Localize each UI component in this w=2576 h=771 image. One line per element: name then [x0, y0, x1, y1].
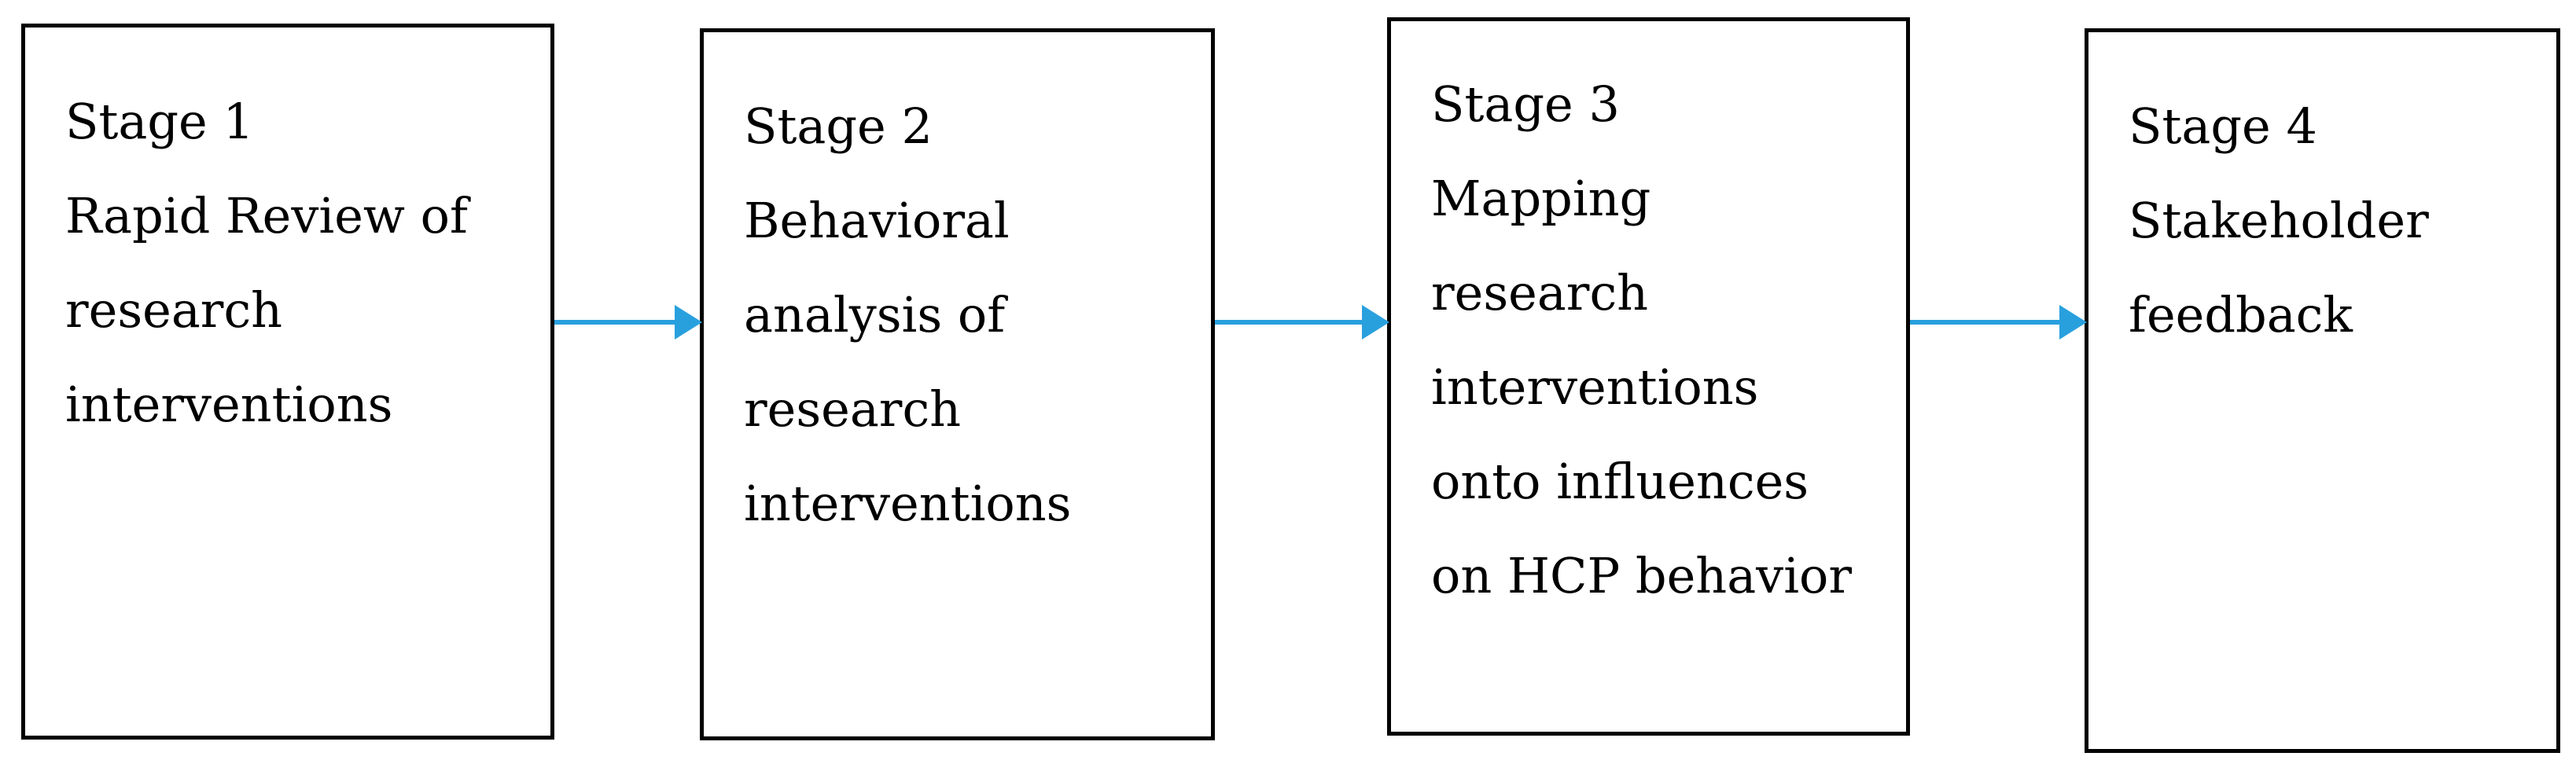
- stage-4-line-2: feedback: [2129, 286, 2353, 343]
- stage-3-line-2: research: [1431, 264, 1649, 321]
- stage-1-box: Stage 1 Rapid Review of research interve…: [21, 24, 554, 740]
- stage-1-line-2: research: [65, 281, 283, 339]
- stage-2-line-2: analysis of: [744, 286, 1006, 343]
- stage-3-text: Stage 3 Mapping research interventions o…: [1431, 57, 1852, 623]
- stage-2-box: Stage 2 Behavioral analysis of research …: [700, 28, 1215, 740]
- stage-2-line-1: Behavioral: [744, 192, 1010, 249]
- stage-2-label: Stage 2: [744, 97, 933, 155]
- stage-3-line-3: interventions: [1431, 358, 1759, 416]
- stage-3-line-5: on HCP behavior: [1431, 547, 1852, 604]
- stage-3-label: Stage 3: [1431, 75, 1620, 133]
- stage-2-text: Stage 2 Behavioral analysis of research …: [744, 79, 1071, 551]
- stage-2-line-3: research: [744, 380, 962, 438]
- stage-4-box: Stage 4 Stakeholder feedback: [2085, 28, 2560, 753]
- stage-3-box: Stage 3 Mapping research interventions o…: [1387, 17, 1910, 736]
- stage-3-line-4: onto influences: [1431, 453, 1809, 510]
- stage-2-line-4: interventions: [744, 475, 1072, 532]
- stage-4-label: Stage 4: [2129, 97, 2317, 155]
- stage-4-text: Stage 4 Stakeholder feedback: [2129, 79, 2429, 362]
- stage-1-text: Stage 1 Rapid Review of research interve…: [65, 75, 468, 452]
- stage-1-label: Stage 1: [65, 93, 254, 150]
- stage-4-line-1: Stakeholder: [2129, 192, 2429, 249]
- stage-1-line-3: interventions: [65, 376, 393, 433]
- arrow-2-to-3: [1215, 305, 1389, 340]
- arrow-3-to-4: [1910, 305, 2087, 340]
- stage-1-line-1: Rapid Review of: [65, 187, 468, 244]
- stage-3-line-1: Mapping: [1431, 170, 1651, 227]
- arrow-1-to-2: [554, 305, 702, 340]
